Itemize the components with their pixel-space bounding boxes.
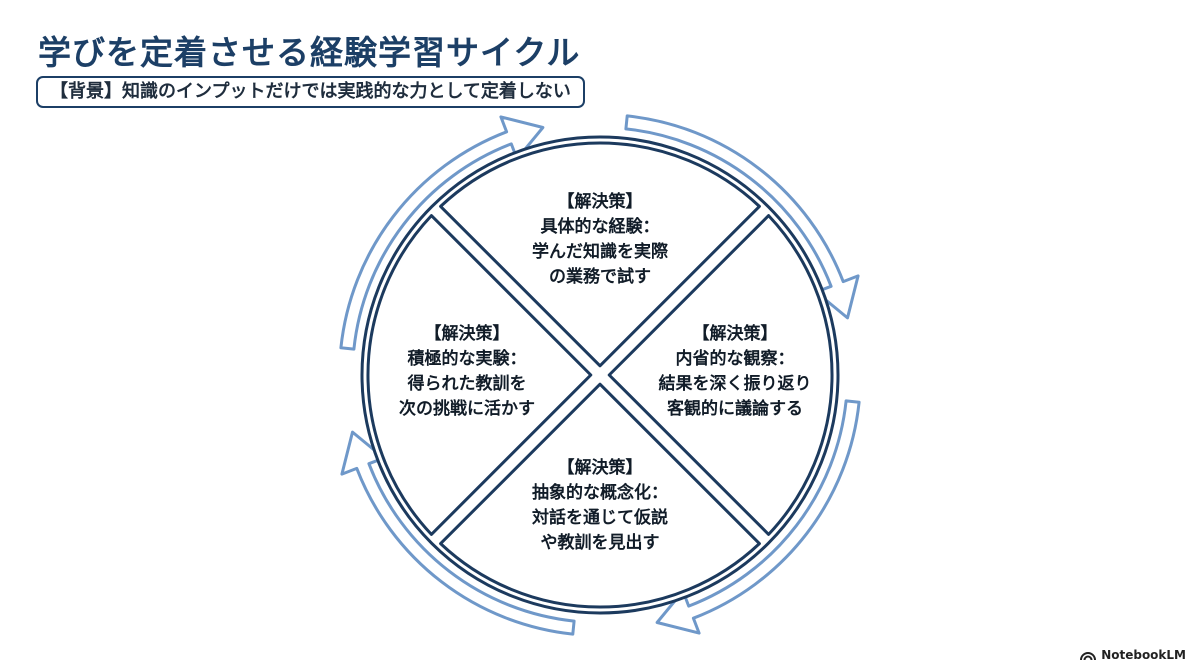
quadrant-heading: 【解決策】	[557, 458, 643, 478]
quadrant-title: 具体的な経験：	[540, 217, 660, 237]
cycle-arrows	[339, 114, 861, 636]
quadrant-reflective-observation: 【解決策】 内省的な観察： 結果を深く振り返り 客観的に議論する	[640, 322, 830, 422]
notebooklm-logo: NotebookLM	[1080, 648, 1186, 662]
quadrant-description-line: や教訓を見出す	[540, 533, 660, 553]
quadrant-title: 抽象的な概念化：	[532, 483, 668, 503]
quadrant-piece-left	[366, 214, 593, 536]
quadrant-description-line: の業務で試す	[549, 267, 651, 287]
cycle-wheel	[360, 135, 840, 615]
quadrant-heading: 【解決策】	[692, 324, 778, 344]
cycle-arrow-top-right	[624, 114, 860, 320]
quadrant-heading: 【解決策】	[424, 324, 510, 344]
page-title: 学びを定着させる経験学習サイクル	[38, 33, 581, 72]
quadrant-active-experimentation: 【解決策】 積極的な実験： 得られた教訓を 次の挑戦に活かす	[372, 322, 562, 422]
logo-text: NotebookLM	[1101, 648, 1186, 662]
quadrant-description-line: 次の挑戦に活かす	[399, 399, 535, 419]
cycle-arrow-bottom-left	[340, 430, 576, 636]
wheel-outer-ring	[360, 135, 840, 615]
quadrant-description-line: 学んだ知識を実際	[532, 242, 668, 262]
cycle-arrow-top-left	[339, 115, 545, 351]
quadrant-piece-top	[439, 141, 761, 368]
quadrant-concrete-experience: 【解決策】 具体的な経験： 学んだ知識を実際 の業務で試す	[505, 190, 695, 290]
quadrant-title: 内省的な観察：	[675, 349, 795, 369]
cycle-arrow-bottom-right	[655, 399, 861, 635]
quadrant-title: 積極的な実験：	[407, 349, 527, 369]
notebooklm-icon	[1080, 652, 1097, 661]
quadrant-description-line: 得られた教訓を	[407, 374, 527, 394]
quadrant-description-line: 結果を深く振り返り	[658, 374, 812, 394]
background-label: 【背景】知識のインプットだけでは実践的な力として定着しない	[36, 76, 585, 108]
quadrant-heading: 【解決策】	[557, 192, 643, 212]
quadrant-description-line: 客観的に議論する	[667, 399, 803, 419]
quadrant-piece-bottom	[439, 382, 761, 609]
quadrant-abstract-conceptualization: 【解決策】 抽象的な概念化： 対話を通じて仮説 や教訓を見出す	[505, 456, 695, 556]
quadrant-piece-right	[607, 214, 834, 536]
quadrant-description-line: 対話を通じて仮説	[532, 508, 668, 528]
